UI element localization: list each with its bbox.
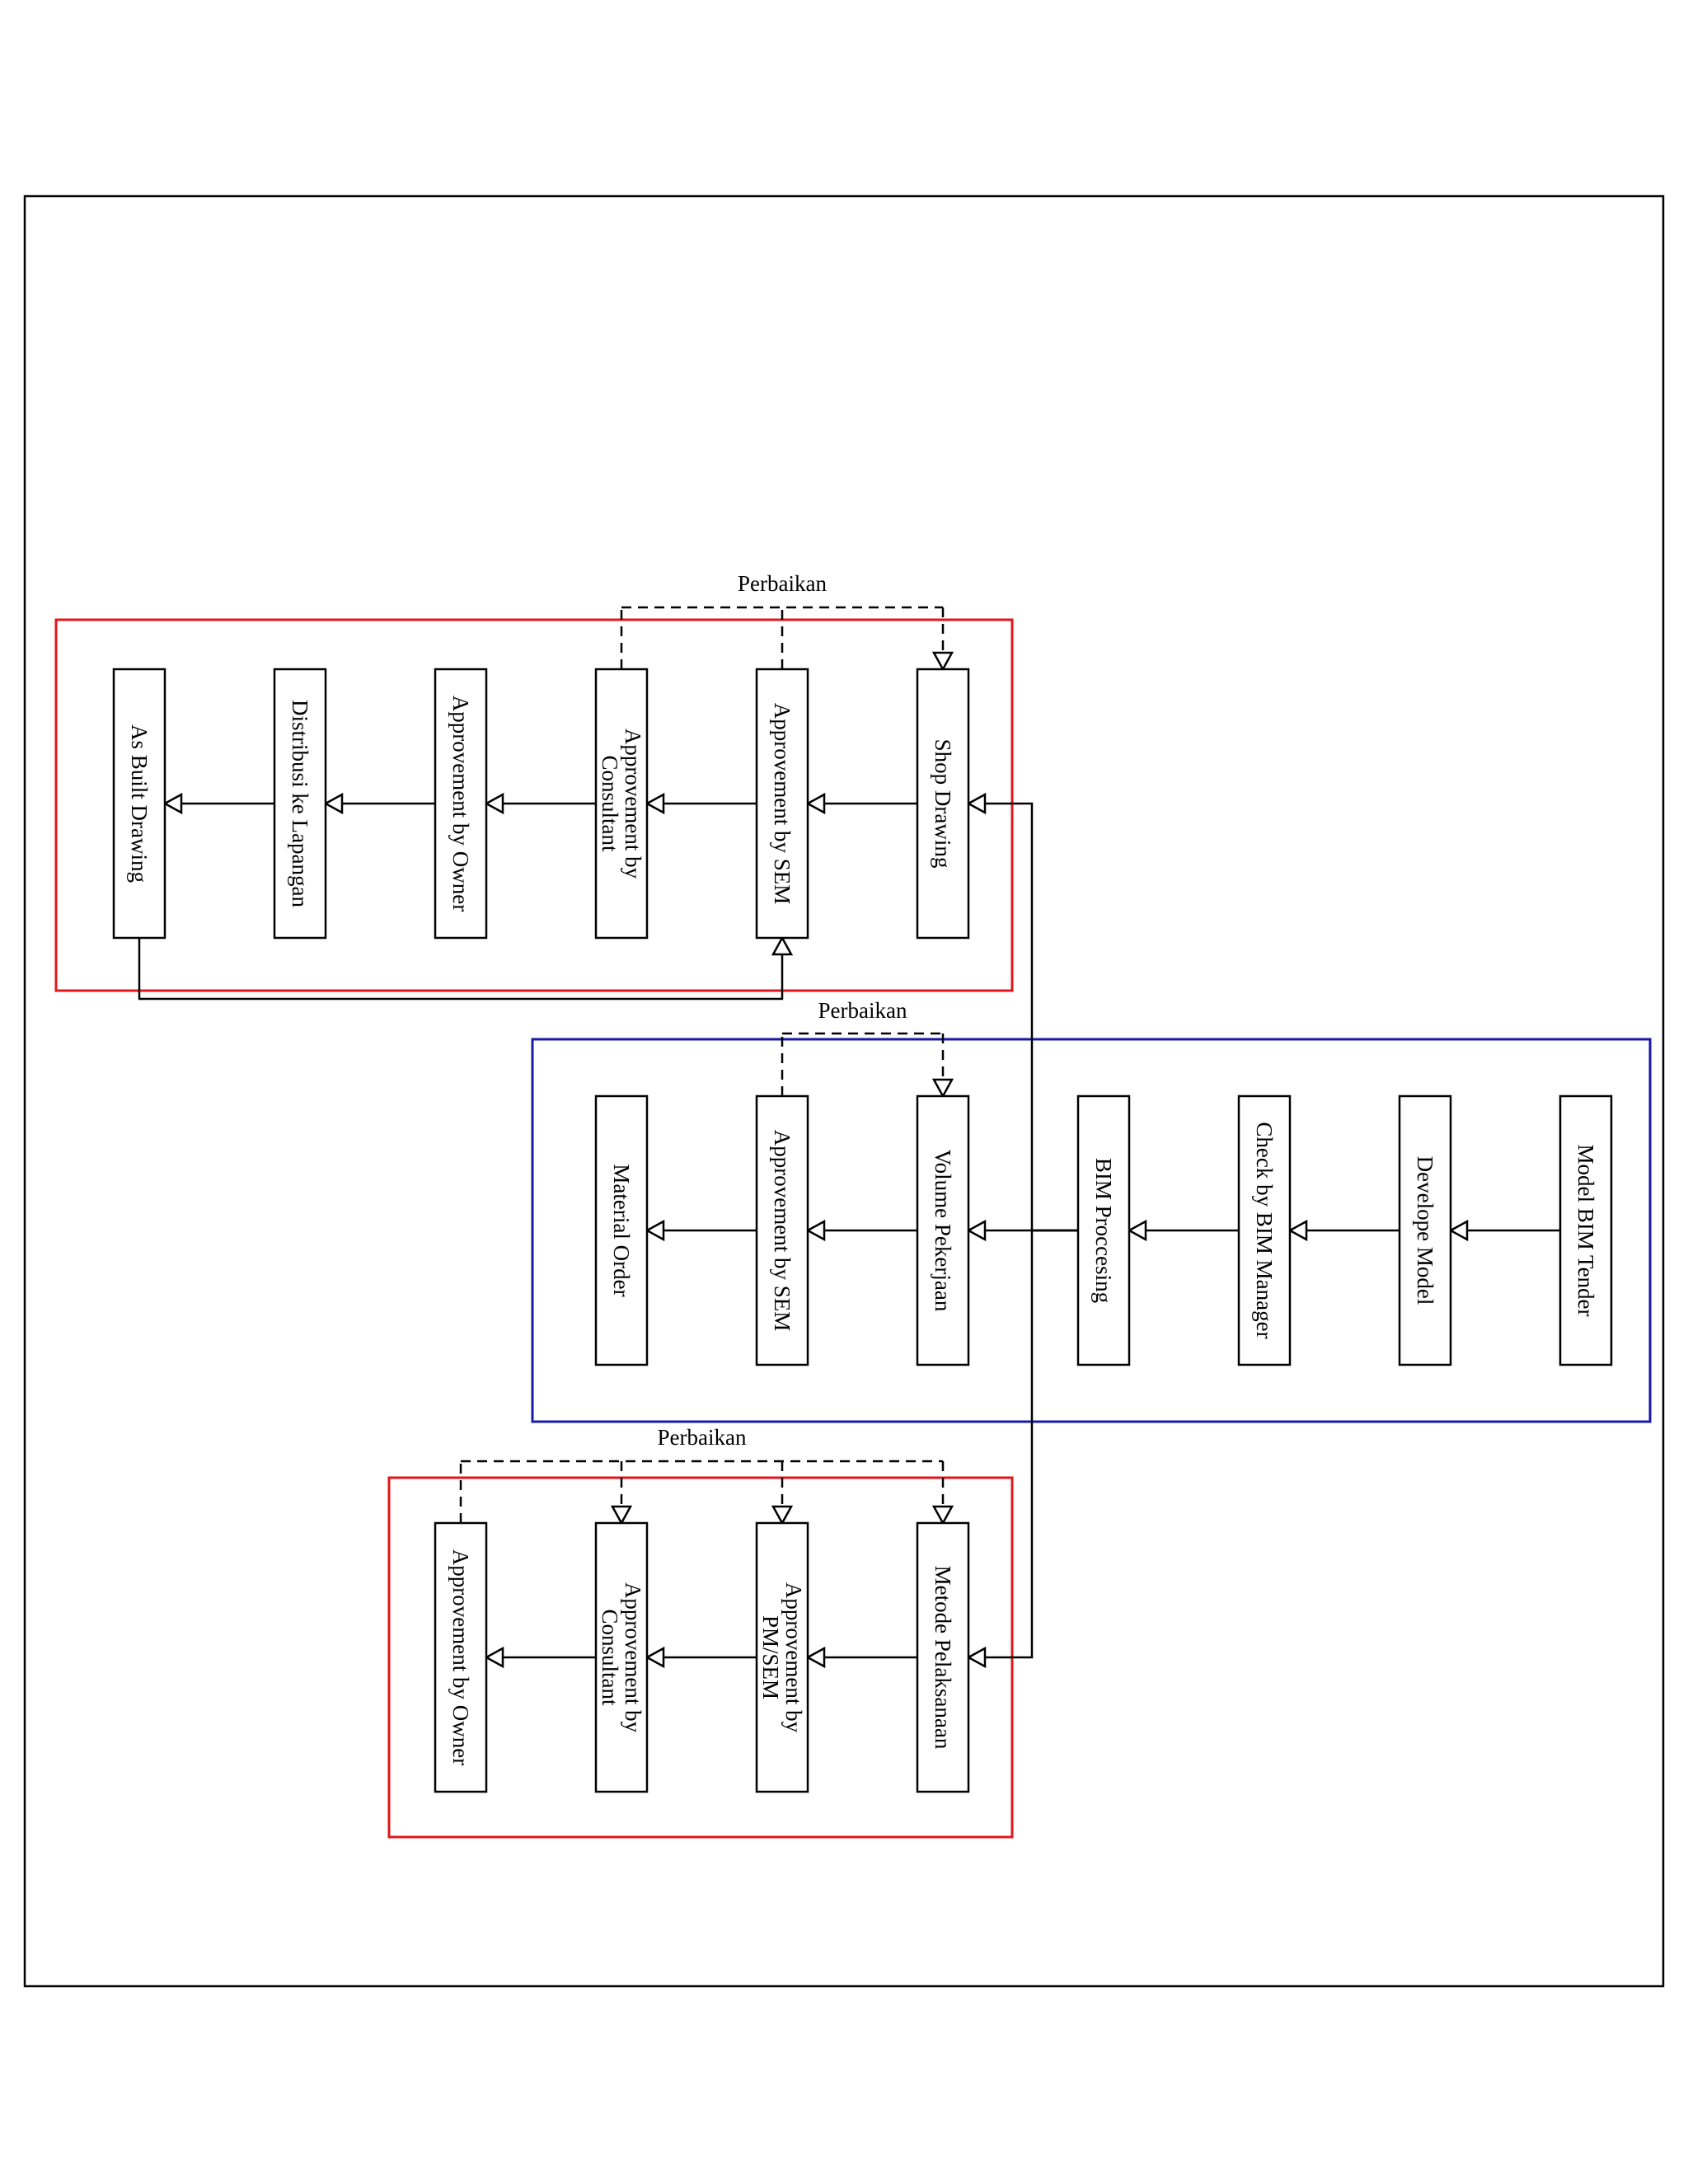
shop-drawing-group-frame bbox=[54, 618, 1014, 992]
node-volume-pekerjaan: Volume Pekerjaan bbox=[916, 1094, 970, 1366]
node-distribusi-ke-lapangan: Distribusi ke Lapangan bbox=[273, 668, 327, 940]
node-approvement-by-owner-2: Approvement by Owner bbox=[434, 1521, 488, 1793]
node-approvement-by-sem-1: Approvement by SEM bbox=[755, 668, 809, 940]
edge-approvement-by-consultant-1-to-approvement-by-owner-1-arrowhead bbox=[484, 792, 504, 815]
node-develope-model-box bbox=[1398, 1094, 1452, 1366]
feedback-loop-3-arrowhead-2 bbox=[771, 1505, 794, 1526]
feedback-loop-2-arrowhead-1 bbox=[931, 1078, 954, 1099]
edge-as-built-drawing-to-approvement-by-sem-1 bbox=[138, 938, 784, 1001]
node-bim-processing: BIM Proccesing bbox=[1076, 1094, 1131, 1366]
node-bim-processing-box bbox=[1076, 1094, 1131, 1366]
node-material-order: Material Order bbox=[594, 1094, 649, 1366]
node-model-bim-tender-label: Model BIM Tender bbox=[1573, 1144, 1598, 1316]
node-shop-drawing-box bbox=[916, 668, 970, 940]
node-model-bim-tender-box bbox=[1559, 1094, 1613, 1366]
edge-check-by-bim-manager-to-bim-processing-arrowhead bbox=[1127, 1219, 1147, 1242]
edge-approvement-by-consultant-2-to-approvement-by-owner-2-arrowhead bbox=[484, 1646, 504, 1669]
node-approvement-by-pm-sem-label: Approvement byPM/SEM bbox=[758, 1582, 806, 1733]
edge-metode-pelaksanaan-to-approvement-by-pm-sem-arrowhead bbox=[805, 1646, 826, 1669]
node-approvement-by-owner-1-box bbox=[434, 668, 488, 940]
edge-shop-drawing-to-approvement-by-sem-1-arrowhead bbox=[805, 792, 826, 815]
node-approvement-by-owner-1-label: Approvement by Owner bbox=[448, 696, 473, 912]
node-model-bim-tender: Model BIM Tender bbox=[1559, 1094, 1613, 1366]
node-check-by-bim-manager: Check by BIM Manager bbox=[1237, 1094, 1292, 1366]
node-material-order-box bbox=[594, 1094, 649, 1366]
node-check-by-bim-manager-label: Check by BIM Manager bbox=[1252, 1122, 1277, 1338]
node-bim-processing-label: BIM Proccesing bbox=[1091, 1158, 1116, 1303]
node-as-built-drawing: As Built Drawing bbox=[112, 668, 166, 940]
node-shop-drawing: Shop Drawing bbox=[916, 668, 970, 940]
node-metode-pelaksanaan: Metode Pelaksanaan bbox=[916, 1521, 970, 1793]
node-approvement-by-owner-2-box bbox=[434, 1521, 488, 1793]
node-approvement-by-consultant-2: Approvement byConsultant bbox=[594, 1521, 649, 1793]
edge-approvement-by-sem-1-to-approvement-by-consultant-1-arrowhead bbox=[645, 792, 665, 815]
feedback-loop-3-arrowhead-1 bbox=[610, 1505, 633, 1526]
node-approvement-by-sem-1-box bbox=[755, 668, 809, 940]
feedback-loop-2-label: Perbaikan bbox=[818, 998, 907, 1023]
node-volume-pekerjaan-label: Volume Pekerjaan bbox=[931, 1150, 955, 1312]
node-approvement-by-sem-1-label: Approvement by SEM bbox=[770, 703, 795, 904]
edge-volume-pekerjaan-to-approvement-by-sem-2-arrowhead bbox=[805, 1219, 826, 1242]
edges-layer bbox=[138, 606, 1560, 1669]
feedback-loop-3-arrowhead-3 bbox=[931, 1505, 954, 1526]
edge-develope-model-to-check-by-bim-manager-arrowhead bbox=[1287, 1219, 1308, 1242]
feedback-loop-3-label: Perbaikan bbox=[658, 1425, 747, 1450]
node-shop-drawing-label: Shop Drawing bbox=[931, 739, 955, 869]
feedback-loop-1-arrowhead-1 bbox=[931, 651, 954, 672]
feedback-loop-1-label: Perbaikan bbox=[738, 571, 827, 596]
edge-approvement-by-pm-sem-to-approvement-by-consultant-2-arrowhead bbox=[645, 1646, 665, 1669]
node-material-order-label: Material Order bbox=[609, 1164, 634, 1296]
edge-bim-processing-to-shop-drawing-arrowhead bbox=[966, 792, 987, 815]
node-develope-model-label: Develope Model bbox=[1413, 1156, 1437, 1305]
edge-approvement-by-sem-2-to-material-order-arrowhead bbox=[645, 1219, 665, 1242]
node-volume-pekerjaan-box bbox=[916, 1094, 970, 1366]
node-approvement-by-pm-sem: Approvement byPM/SEM bbox=[755, 1521, 809, 1793]
node-as-built-drawing-box bbox=[112, 668, 166, 940]
node-approvement-by-sem-2: Approvement by SEM bbox=[755, 1094, 809, 1366]
node-approvement-by-consultant-1-label: Approvement byConsultant bbox=[598, 729, 645, 879]
edge-bim-processing-to-volume-pekerjaan-arrowhead bbox=[966, 1219, 987, 1242]
edge-bim-processing-to-metode-pelaksanaan-arrowhead bbox=[966, 1646, 987, 1669]
node-approvement-by-owner-2-label: Approvement by Owner bbox=[448, 1549, 473, 1765]
node-approvement-by-sem-2-label: Approvement by SEM bbox=[770, 1130, 795, 1331]
node-metode-pelaksanaan-label: Metode Pelaksanaan bbox=[931, 1566, 955, 1750]
bim-group-frame bbox=[531, 1038, 1652, 1423]
edge-as-built-drawing-to-approvement-by-sem-1-arrowhead bbox=[771, 935, 794, 956]
node-approvement-by-consultant-1-box bbox=[594, 668, 649, 940]
edge-approvement-by-owner-1-to-distribusi-ke-lapangan-arrowhead bbox=[323, 792, 344, 815]
node-check-by-bim-manager-box bbox=[1237, 1094, 1292, 1366]
node-distribusi-ke-lapangan-box bbox=[273, 668, 327, 940]
node-approvement-by-consultant-2-label: Approvement byConsultant bbox=[598, 1582, 645, 1733]
edge-bim-processing-to-metode-pelaksanaan bbox=[985, 1229, 1078, 1659]
node-metode-pelaksanaan-box bbox=[916, 1521, 970, 1793]
node-approvement-by-pm-sem-box bbox=[755, 1521, 809, 1793]
edge-model-bim-tender-to-develope-model-arrowhead bbox=[1448, 1219, 1469, 1242]
node-approvement-by-owner-1: Approvement by Owner bbox=[434, 668, 488, 940]
node-approvement-by-consultant-1: Approvement byConsultant bbox=[594, 668, 649, 940]
edge-bim-processing-to-shop-drawing bbox=[985, 802, 1078, 1232]
node-approvement-by-consultant-2-box bbox=[594, 1521, 649, 1793]
edge-distribusi-ke-lapangan-to-as-built-drawing-arrowhead bbox=[162, 792, 183, 815]
diagram-frame bbox=[23, 194, 1665, 1988]
node-as-built-drawing-label: As Built Drawing bbox=[127, 724, 152, 883]
node-distribusi-ke-lapangan-label: Distribusi ke Lapangan bbox=[288, 700, 312, 907]
node-develope-model: Develope Model bbox=[1398, 1094, 1452, 1366]
node-approvement-by-sem-2-box bbox=[755, 1094, 809, 1366]
